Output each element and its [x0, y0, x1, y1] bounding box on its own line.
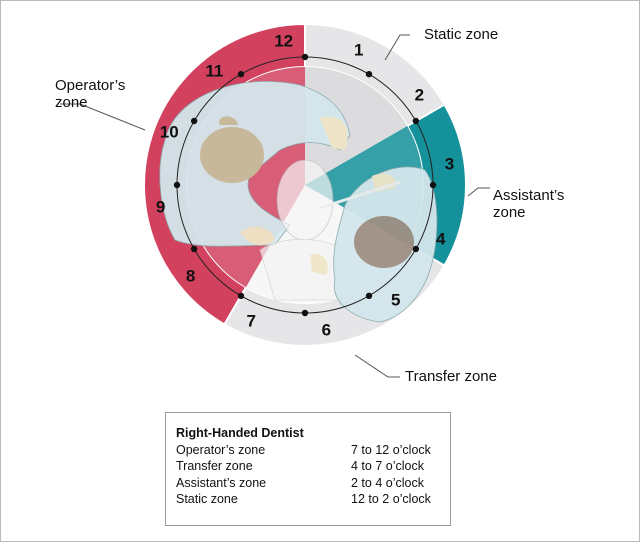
- hour-dot-11: [237, 70, 245, 78]
- hour-number-2: 2: [415, 85, 424, 104]
- patient-figure: [259, 159, 351, 301]
- transfer-leader-line: [354, 354, 400, 378]
- legend-range: 4 to 7 o’clock: [351, 459, 424, 473]
- hour-number-9: 9: [156, 197, 165, 216]
- hour-number-11: 11: [205, 62, 223, 81]
- operator-zone-label-line2: zone: [55, 94, 88, 111]
- transfer-zone-label: Transfer zone: [405, 368, 497, 385]
- hour-dot-3: [429, 181, 437, 189]
- legend-zone: Static zone: [176, 492, 238, 506]
- static-leader-line: [384, 34, 410, 61]
- hour-dot-1: [365, 70, 373, 78]
- legend-range: 2 to 4 o’clock: [351, 475, 424, 490]
- legend-row: Transfer zone 4 to 7 o’clock: [176, 458, 440, 475]
- hour-number-4: 4: [436, 230, 446, 249]
- assistant-zone-label-line1: Assistant’s: [493, 187, 565, 204]
- legend-row: Operator’s zone 7 to 12 o’clock: [176, 442, 440, 459]
- hour-number-12: 12: [274, 32, 293, 51]
- hour-number-7: 7: [247, 312, 256, 331]
- hour-number-6: 6: [322, 320, 331, 339]
- legend-row: Assistant’s zone 2 to 4 o’clock: [176, 475, 440, 492]
- hour-dot-7: [237, 292, 245, 300]
- legend-zone: Transfer zone: [176, 459, 253, 473]
- hour-number-5: 5: [391, 290, 400, 309]
- operator-figure: [159, 81, 351, 247]
- hour-number-1: 1: [354, 40, 363, 59]
- hour-dot-6: [301, 309, 309, 317]
- assistant-zone-label-line2: zone: [493, 204, 526, 221]
- hour-number-3: 3: [445, 155, 454, 174]
- legend-box: Right-Handed Dentist Operator’s zone 7 to…: [165, 412, 451, 526]
- hour-dot-12: [301, 53, 309, 61]
- hour-dot-5: [365, 292, 373, 300]
- hour-number-8: 8: [186, 267, 195, 286]
- legend-range: 7 to 12 o’clock: [351, 442, 431, 457]
- operator-zone-label-line1: Operator’s: [55, 77, 126, 94]
- legend-zone: Operator’s zone: [176, 442, 266, 457]
- assistant-figure: [310, 166, 438, 323]
- hour-dot-9: [173, 181, 181, 189]
- static-zone-label: Static zone: [424, 26, 499, 43]
- legend-title: Right-Handed Dentist: [176, 426, 304, 440]
- assistant-leader-line: [467, 187, 490, 197]
- legend-row: Static zone 12 to 2 o’clock: [176, 491, 440, 508]
- hour-number-10: 10: [160, 122, 179, 141]
- operator-leader-line: [60, 103, 146, 131]
- hour-dot-2: [412, 117, 420, 125]
- hour-dot-8: [190, 245, 198, 253]
- hour-dot-4: [412, 245, 420, 253]
- static-zone-inner-wedge: [305, 67, 408, 185]
- legend-range: 12 to 2 o’clock: [351, 492, 431, 506]
- hour-dot-10: [190, 117, 198, 125]
- legend-zone: Assistant’s zone: [176, 475, 267, 490]
